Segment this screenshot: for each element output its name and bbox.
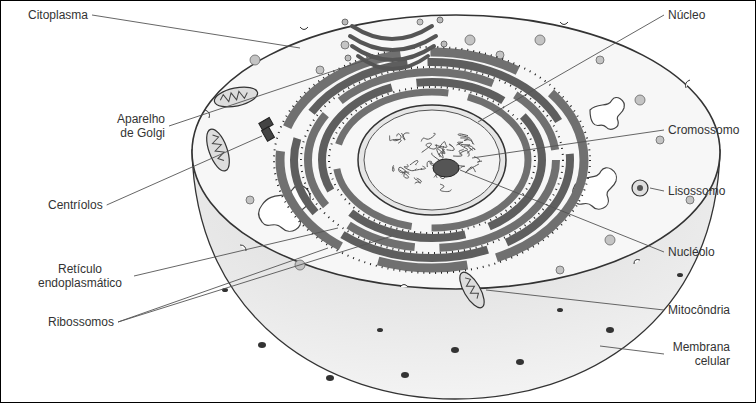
chromatin-strand [421,133,435,141]
chromatin-strand [401,133,409,140]
part-label: Cromossomo [668,123,739,137]
leader-line [134,228,338,276]
part-label: Retículo endoplasmático [30,262,130,290]
rough-er [274,47,590,273]
leader-lines [92,15,664,354]
part-label: Membrana celular [668,340,730,368]
chromatin-strand [414,177,420,183]
chromatin-strand [399,170,408,178]
lysosome [632,180,648,196]
part-label: Núcleo [668,8,705,22]
chromatin-strand [415,166,426,170]
rim-notches [205,22,712,287]
chromatin-strand [460,151,469,157]
chromatin-strand [410,160,418,165]
leader-line [472,130,664,158]
chromatin-strand [390,136,402,144]
part-label: Lisossomo [668,184,725,198]
leader-line [169,58,372,126]
leader-line [460,170,664,252]
chromatin-strand [465,164,479,173]
chromatin-strand [464,146,475,154]
chromatin-strand [392,166,394,172]
part-label: Ribossomos [48,315,114,329]
leader-line [118,248,328,322]
leader-line [600,346,664,354]
golgi [350,26,436,69]
leader-line [107,136,262,205]
chromatin-strand [440,184,451,191]
nucleolus [433,159,459,177]
leader-line [92,15,300,48]
part-label: Mitocôndria [668,303,730,317]
leader-line [650,188,664,191]
chromatin-strand [422,143,437,152]
cell-top-face [192,15,720,289]
part-label: Citoplasma [28,8,88,22]
chromatin-strand [460,138,474,145]
chromatin-strand [453,149,464,156]
part-label: Aparelho de Golgi [105,112,165,140]
vesicles [246,19,694,274]
leader-line [118,236,392,322]
centrioles [259,118,275,142]
leader-line [478,15,664,122]
part-label: Nucléolo [668,245,715,259]
chromatin-strand [415,178,422,183]
leader-line [486,290,664,310]
golgi-vesicles [342,17,447,61]
chromatin-strand [447,144,455,150]
nucleus [358,105,506,215]
chromatin-strand [399,167,410,174]
chromatin-strand [442,146,445,154]
part-label: Centríolos [48,198,103,212]
